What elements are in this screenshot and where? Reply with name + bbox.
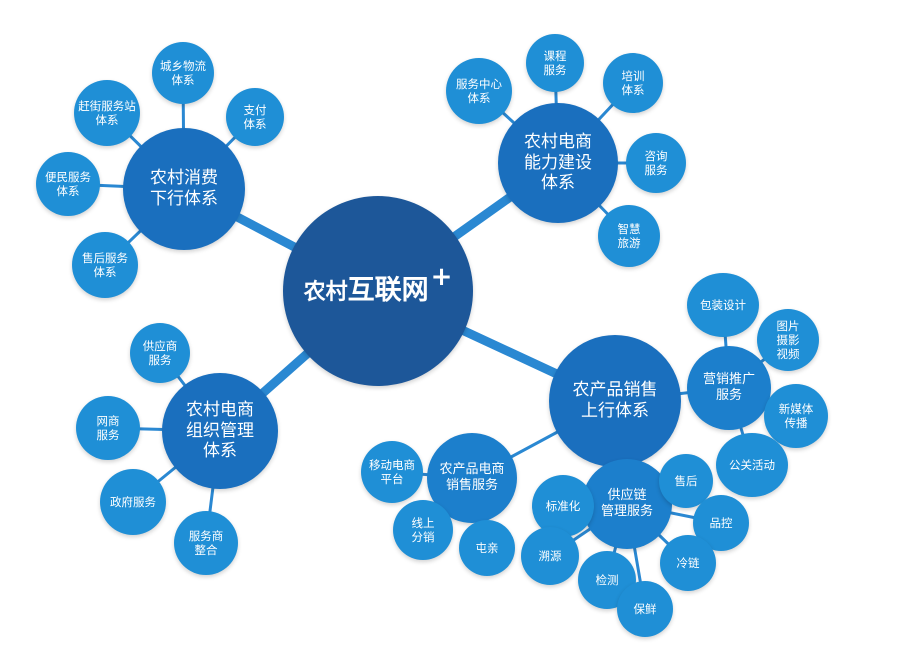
leaf-payment: 支付 体系 — [226, 88, 284, 146]
hub-sales-label: 农产品销售 上行体系 — [572, 380, 658, 421]
leaf-training: 培训 体系 — [603, 53, 663, 113]
leaf-course-service: 课程 服务 — [526, 34, 584, 92]
leaf-standardization: 标准化 — [532, 475, 594, 537]
hub-organization-label: 农村电商 组织管理 体系 — [186, 399, 254, 462]
center-prefix: 农村 — [303, 279, 348, 305]
leaf-urban-rural-logistics: 城乡物流 体系 — [152, 42, 214, 104]
leaf-public-relations: 公关活动 — [716, 433, 788, 497]
leaf-government-service: 政府服务 — [100, 469, 166, 535]
leaf-online-merchant: 网商 服务 — [76, 396, 140, 460]
hub-consumption: 农村消费 下行体系 — [123, 128, 245, 250]
leaf-tunqin: 屯亲 — [459, 520, 515, 576]
hub-organization: 农村电商 组织管理 体系 — [162, 373, 278, 489]
center-node: 农村互联网+ — [283, 196, 473, 386]
leaf-cold-chain: 冷链 — [660, 535, 716, 591]
leaf-packaging-design: 包装设计 — [687, 273, 759, 337]
center-plus: + — [430, 261, 453, 292]
leaf-photo-video: 图片 摄影 视频 — [757, 309, 819, 371]
leaf-traceability: 溯源 — [521, 527, 579, 585]
leaf-service-center: 服务中心 体系 — [446, 58, 512, 124]
leaf-smart-tourism: 智慧 旅游 — [598, 205, 660, 267]
center-main: 互联网 — [347, 274, 429, 306]
hub-capacity-label: 农村电商 能力建设 体系 — [524, 131, 592, 194]
leaf-after-sales: 售后 — [659, 454, 713, 508]
leaf-ganjie-station: 赶街服务站 体系 — [74, 80, 140, 146]
branch-ecommerce-sales: 农产品电商 销售服务 — [427, 433, 517, 523]
leaf-preservation: 保鲜 — [617, 581, 673, 637]
hub-capacity: 农村电商 能力建设 体系 — [498, 103, 618, 223]
leaf-consulting: 咨询 服务 — [626, 133, 686, 193]
leaf-new-media: 新媒体 传播 — [764, 384, 828, 448]
hub-sales: 农产品销售 上行体系 — [549, 335, 681, 467]
leaf-after-sales-system: 售后服务 体系 — [72, 232, 138, 298]
leaf-online-distribution: 线上 分销 — [393, 500, 453, 560]
leaf-mobile-platform: 移动电商 平台 — [361, 441, 423, 503]
leaf-convenience: 便民服务 体系 — [36, 152, 100, 216]
leaf-provider-integration: 服务商 整合 — [174, 511, 238, 575]
branch-supply-chain: 供应链 管理服务 — [582, 459, 672, 549]
leaf-supplier-service: 供应商 服务 — [130, 323, 190, 383]
branch-marketing: 营销推广 服务 — [687, 346, 771, 430]
hub-consumption-label: 农村消费 下行体系 — [150, 168, 218, 209]
